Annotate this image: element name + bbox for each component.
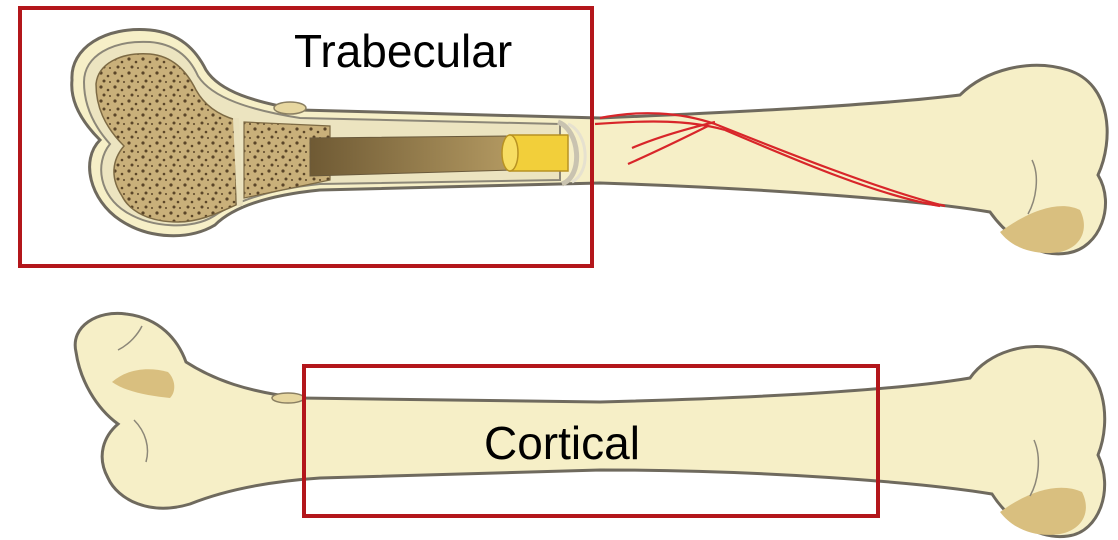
trabecular-label: Trabecular bbox=[294, 28, 512, 74]
epiphyseal-line bbox=[236, 118, 240, 206]
marrow-cavity bbox=[310, 136, 515, 176]
bottom-trochanter-nub bbox=[272, 393, 304, 403]
trochanter-nub bbox=[274, 102, 306, 114]
cortical-label: Cortical bbox=[484, 420, 640, 466]
top-bone bbox=[72, 30, 1107, 254]
marrow-cylinder bbox=[502, 135, 568, 171]
